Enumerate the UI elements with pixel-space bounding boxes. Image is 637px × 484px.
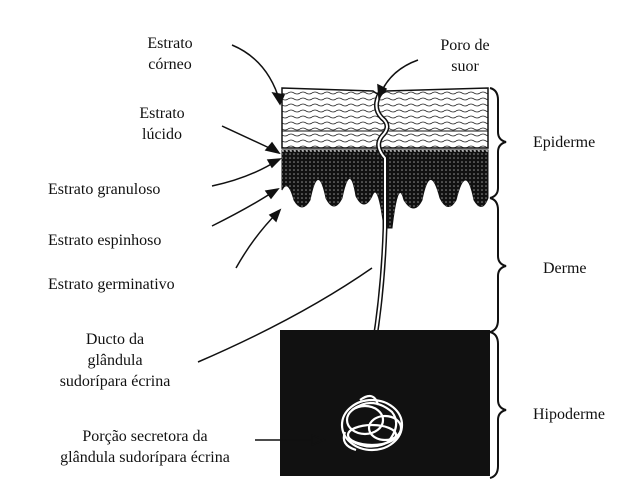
label-line: suor	[420, 56, 510, 77]
label-line: lúcido	[112, 124, 212, 145]
region-epiderme: Epiderme	[533, 132, 595, 153]
label-estrato-corneo: Estrato córneo	[120, 33, 220, 75]
label-line: sudorípara écrina	[40, 371, 190, 392]
label-line: córneo	[120, 54, 220, 75]
label-poro-de-suor: Poro de suor	[420, 35, 510, 77]
region-hipoderme: Hipoderme	[533, 404, 605, 425]
label-porcao-secretora: Porção secretora da glândula sudorípara …	[40, 426, 250, 468]
label-line: glândula	[40, 350, 190, 371]
label-ducto: Ducto da glândula sudorípara écrina	[40, 329, 190, 392]
label-estrato-espinhoso: Estrato espinhoso	[48, 230, 161, 251]
label-estrato-germinativo: Estrato germinativo	[48, 274, 175, 295]
label-line: Estrato	[112, 103, 212, 124]
label-line: Estrato	[120, 33, 220, 54]
label-estrato-lucido: Estrato lúcido	[112, 103, 212, 145]
region-braces	[490, 88, 506, 478]
region-derme: Derme	[543, 258, 587, 279]
label-line: Poro de	[420, 35, 510, 56]
label-estrato-granuloso: Estrato granuloso	[48, 179, 160, 200]
label-line: Ducto da	[40, 329, 190, 350]
label-line: Porção secretora da	[40, 426, 250, 447]
label-line: glândula sudorípara écrina	[40, 447, 250, 468]
